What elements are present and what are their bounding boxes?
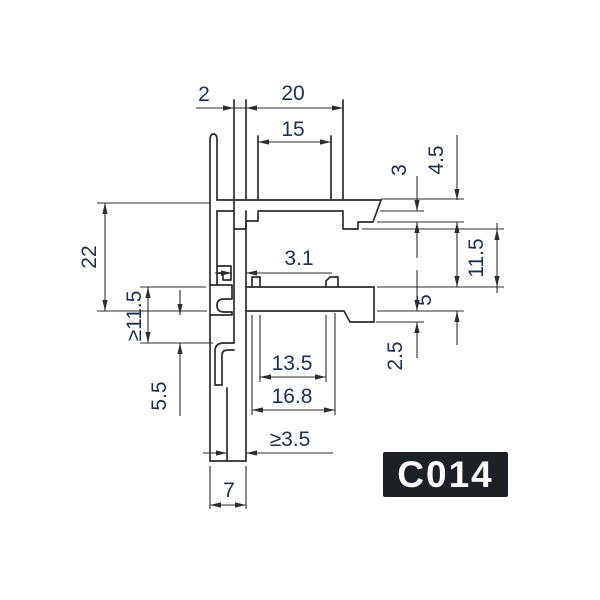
- dim-arrowhead: [223, 105, 234, 111]
- dim-arrowhead: [216, 450, 227, 456]
- dim-arrowhead: [320, 139, 331, 145]
- profile-prong-inner: [221, 349, 235, 386]
- dimension-labels: 2 20 15 3.1 13.5 16.8 ≥3.5 7 22 ≥11.5 5.…: [78, 82, 488, 502]
- dim-arrowhead: [414, 222, 420, 233]
- dim-right-end-height: 4.5: [425, 145, 448, 174]
- dim-arrowhead: [260, 374, 271, 380]
- dim-arrowhead: [494, 229, 500, 240]
- dim-arrowhead: [252, 407, 263, 413]
- dim-arrowhead: [414, 300, 420, 311]
- dim-right-flange: 5: [413, 294, 436, 306]
- dim-stem-thickness: 3.1: [284, 247, 313, 270]
- dim-top-wall: 2: [198, 83, 210, 106]
- dim-arrowhead: [102, 203, 108, 214]
- dim-bottom-channel-inner: 13.5: [272, 352, 313, 375]
- dim-top-channel-outer: 20: [281, 82, 304, 105]
- part-number-text: C014: [397, 454, 493, 495]
- extrusion-profile-outline: [209, 99, 382, 462]
- dim-right-lip: 3: [388, 164, 411, 176]
- dim-arrowhead: [246, 270, 257, 276]
- dim-arrowhead: [454, 311, 460, 322]
- dim-bottom-channel-outer: 16.8: [272, 385, 313, 408]
- profile-right-end-and-hooks: [233, 199, 382, 230]
- dim-arrowhead: [246, 105, 257, 111]
- dim-arrowhead: [210, 502, 221, 508]
- dim-arrowhead: [454, 222, 460, 233]
- dim-left-clip-depth: 5.5: [148, 381, 171, 410]
- dim-arrowhead: [246, 450, 257, 456]
- dim-arrowhead: [177, 343, 183, 354]
- dim-arrowhead: [414, 200, 420, 211]
- profile-left-wall: [209, 133, 218, 462]
- dimension-lines: [97, 105, 504, 509]
- dim-arrowhead: [315, 374, 326, 380]
- part-number-badge-background: [383, 452, 508, 497]
- dim-arrowhead: [235, 502, 246, 508]
- profile-c-clip: [209, 284, 233, 316]
- dim-arrowhead: [494, 276, 500, 287]
- dim-arrowhead: [414, 322, 420, 333]
- dim-stem-width: 7: [223, 479, 235, 502]
- profile-lower-hook-right: [325, 276, 339, 288]
- profile-lower-hook-left: [251, 276, 261, 288]
- profile-lower-flange-bottom: [245, 310, 375, 323]
- dim-arrowhead: [258, 139, 269, 145]
- dim-overall-height: 22: [78, 245, 101, 268]
- dim-left-slot-min: ≥11.5: [123, 291, 146, 342]
- dim-arrowhead: [221, 270, 232, 276]
- dim-arrowhead: [324, 407, 335, 413]
- dim-arrowhead: [102, 300, 108, 311]
- part-number-badge: C014: [383, 452, 508, 497]
- dim-bottom-gap-min: ≥3.5: [270, 428, 311, 451]
- dim-arrowhead: [145, 332, 151, 343]
- dim-top-channel-inner: 15: [281, 118, 304, 141]
- dim-right-opening: 11.5: [465, 238, 488, 277]
- dim-arrowhead: [454, 189, 460, 200]
- dim-arrowhead: [177, 304, 183, 315]
- profile-prong-outer: [214, 342, 235, 386]
- dim-right-lower-lip: 2.5: [384, 341, 407, 370]
- dim-arrowhead: [454, 276, 460, 287]
- dim-arrowhead: [145, 287, 151, 298]
- dim-arrowhead: [332, 105, 343, 111]
